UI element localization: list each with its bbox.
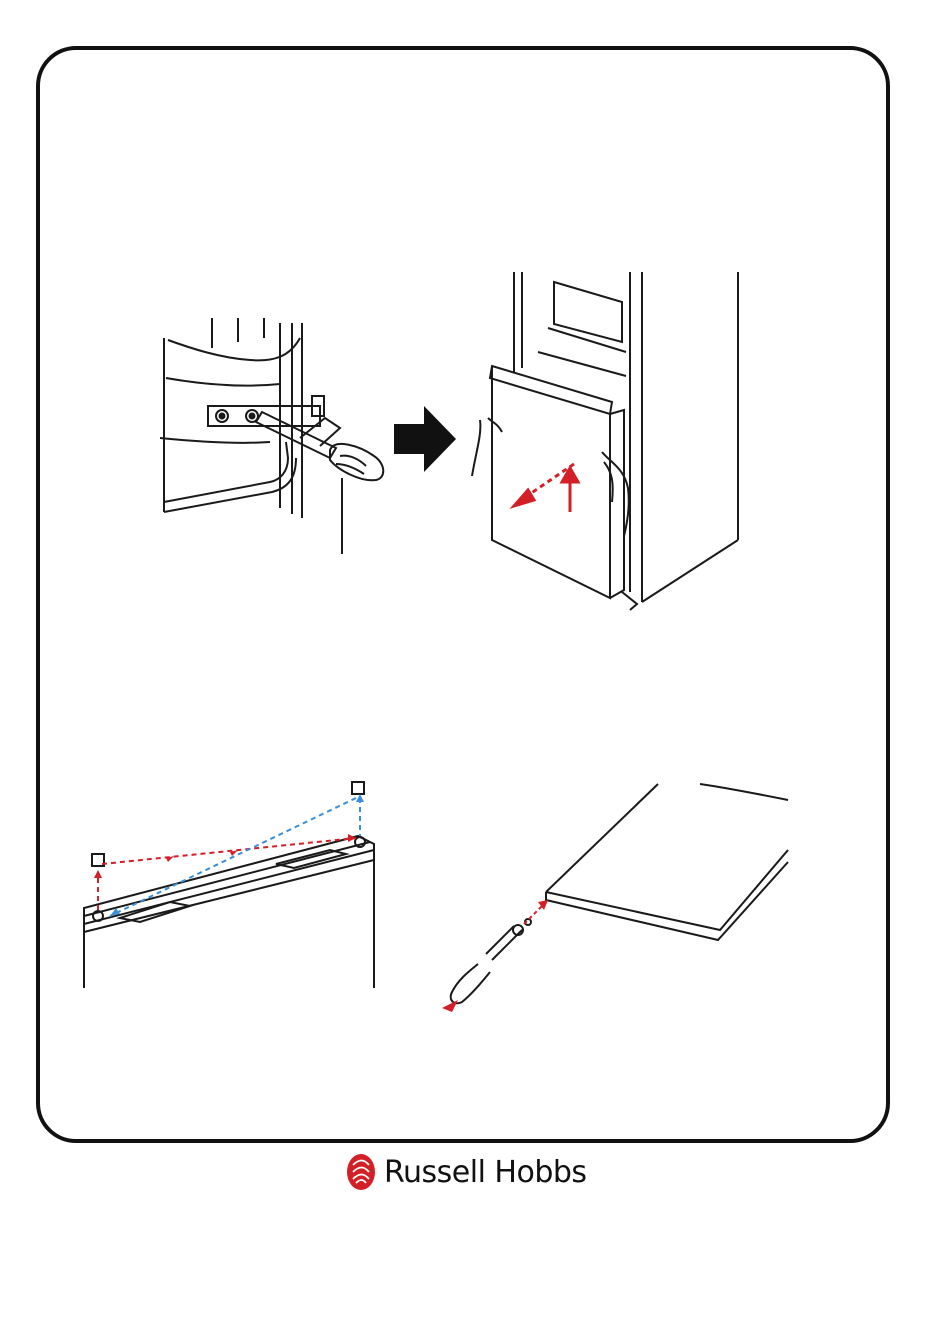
hinge-screw-illustration bbox=[160, 318, 410, 558]
door-lift-illustration bbox=[462, 272, 750, 612]
hinge-cap-illustration bbox=[80, 778, 380, 992]
door-screw-illustration bbox=[438, 780, 794, 1016]
step-arrow-icon bbox=[394, 406, 456, 472]
brand-logo: Russell Hobbs bbox=[346, 1150, 606, 1194]
brand-name: Russell Hobbs bbox=[384, 1155, 587, 1190]
russell-hobbs-knot-emblem-icon bbox=[346, 1153, 376, 1191]
